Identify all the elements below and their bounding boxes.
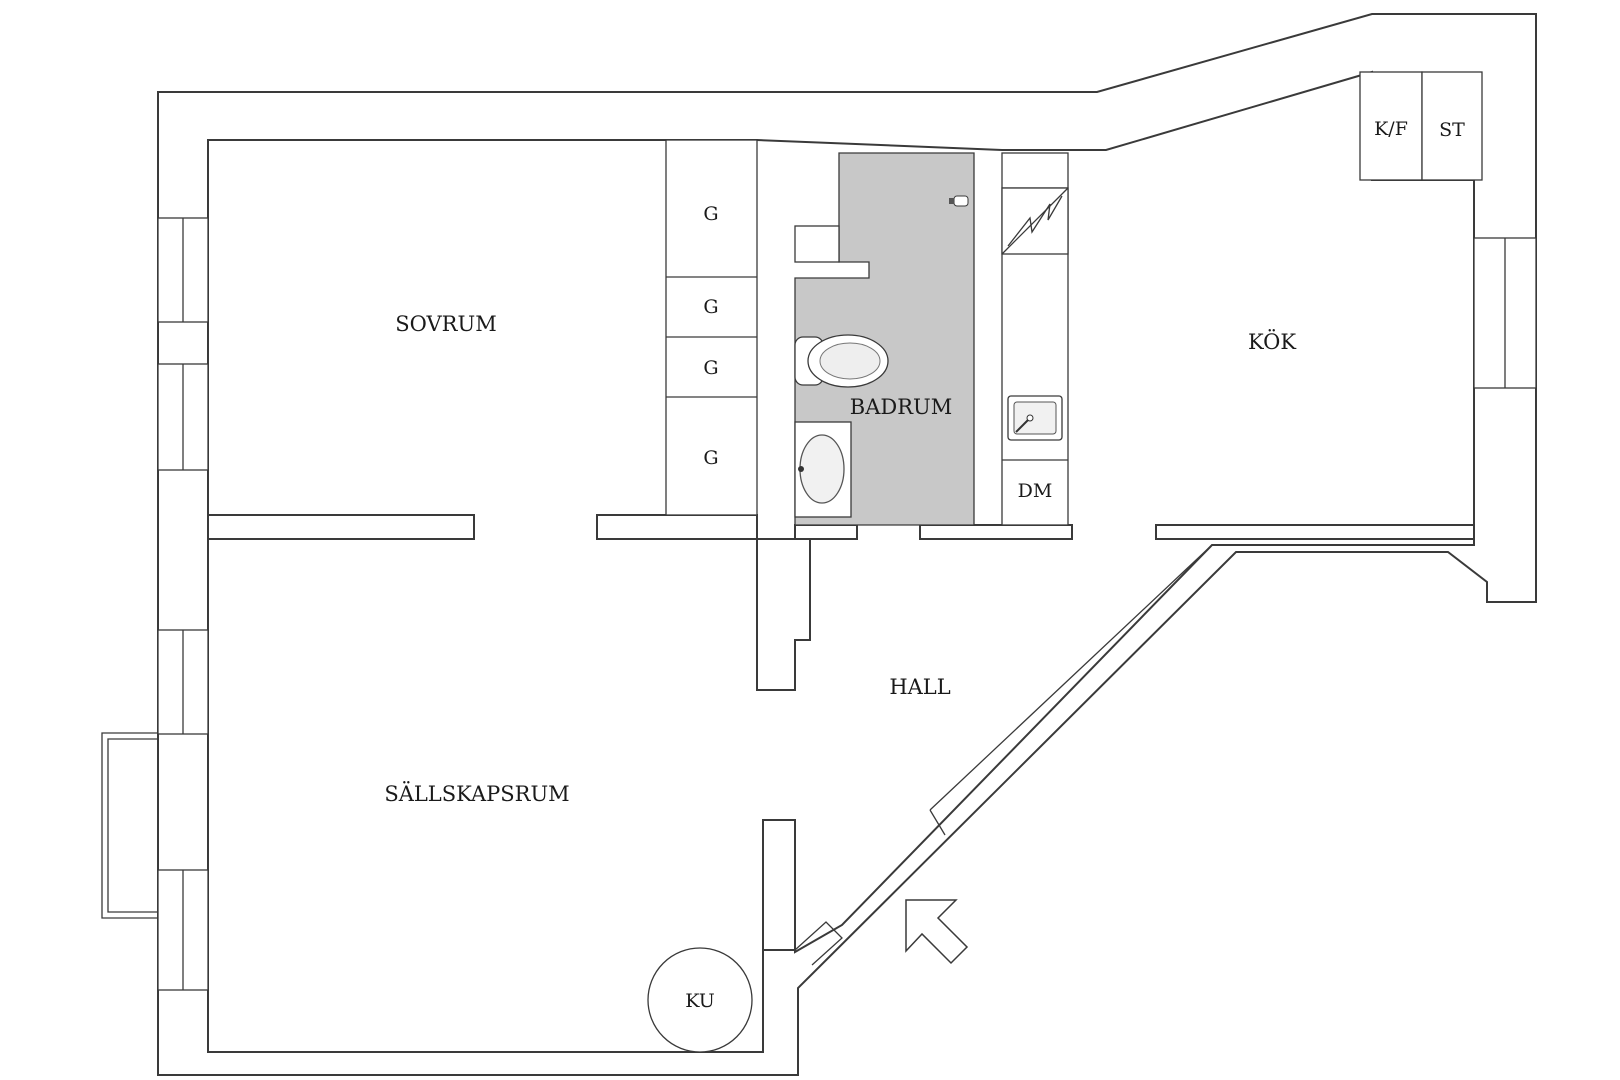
room-label-sovrum: SOVRUM — [395, 312, 496, 336]
wall-badrum-bottom-left — [794, 524, 858, 540]
closet-label-g4: G — [703, 447, 718, 469]
hall-diagonal-inner — [929, 544, 1213, 811]
window-sallskapsrum-1 — [157, 629, 209, 735]
shower-head-icon — [949, 195, 969, 207]
toilet-icon — [794, 334, 889, 388]
appliance-label-dm: DM — [1018, 480, 1053, 502]
cabinet-label-st: ST — [1439, 119, 1465, 141]
room-label-badrum: BADRUM — [850, 395, 952, 419]
entrance-arrow-icon — [905, 899, 969, 965]
closet-label-g2: G — [703, 296, 718, 318]
tiled-stove-icon — [647, 947, 753, 1053]
closet-label-g3: G — [703, 357, 718, 379]
closet-label-g1: G — [703, 203, 718, 225]
wall-sovrum-bottom-left — [207, 514, 475, 540]
kitchen-sink-icon — [1007, 395, 1063, 441]
wall-hall-stub — [756, 538, 811, 691]
badrum-notch — [794, 225, 840, 263]
stove-label-ku: KU — [685, 990, 715, 1012]
window-kok — [1473, 237, 1537, 389]
balcony — [101, 732, 158, 919]
room-label-hall: HALL — [889, 675, 950, 699]
room-label-sallskapsrum: SÄLLSKAPSRUM — [384, 782, 569, 806]
cabinet-label-kf: K/F — [1374, 118, 1408, 140]
washbasin-icon — [794, 421, 852, 518]
door-jamb-entry — [794, 921, 843, 966]
wall-kok-bottom — [1155, 524, 1475, 540]
balcony-inner — [107, 738, 158, 913]
room-label-kok: KÖK — [1248, 329, 1296, 354]
window-sallskapsrum-2 — [157, 869, 209, 991]
closets — [665, 139, 758, 516]
window-sovrum-2 — [157, 363, 209, 471]
hall-diagonal-tick — [929, 809, 946, 836]
kitchen-cabinets — [1359, 71, 1483, 181]
stove-icon — [1001, 187, 1069, 255]
wall-sallskapsrum-right — [762, 819, 796, 951]
wall-badrum-bottom-right — [919, 524, 1073, 540]
wall-sovrum-bottom-right — [596, 514, 758, 540]
window-sovrum-1 — [157, 217, 209, 323]
